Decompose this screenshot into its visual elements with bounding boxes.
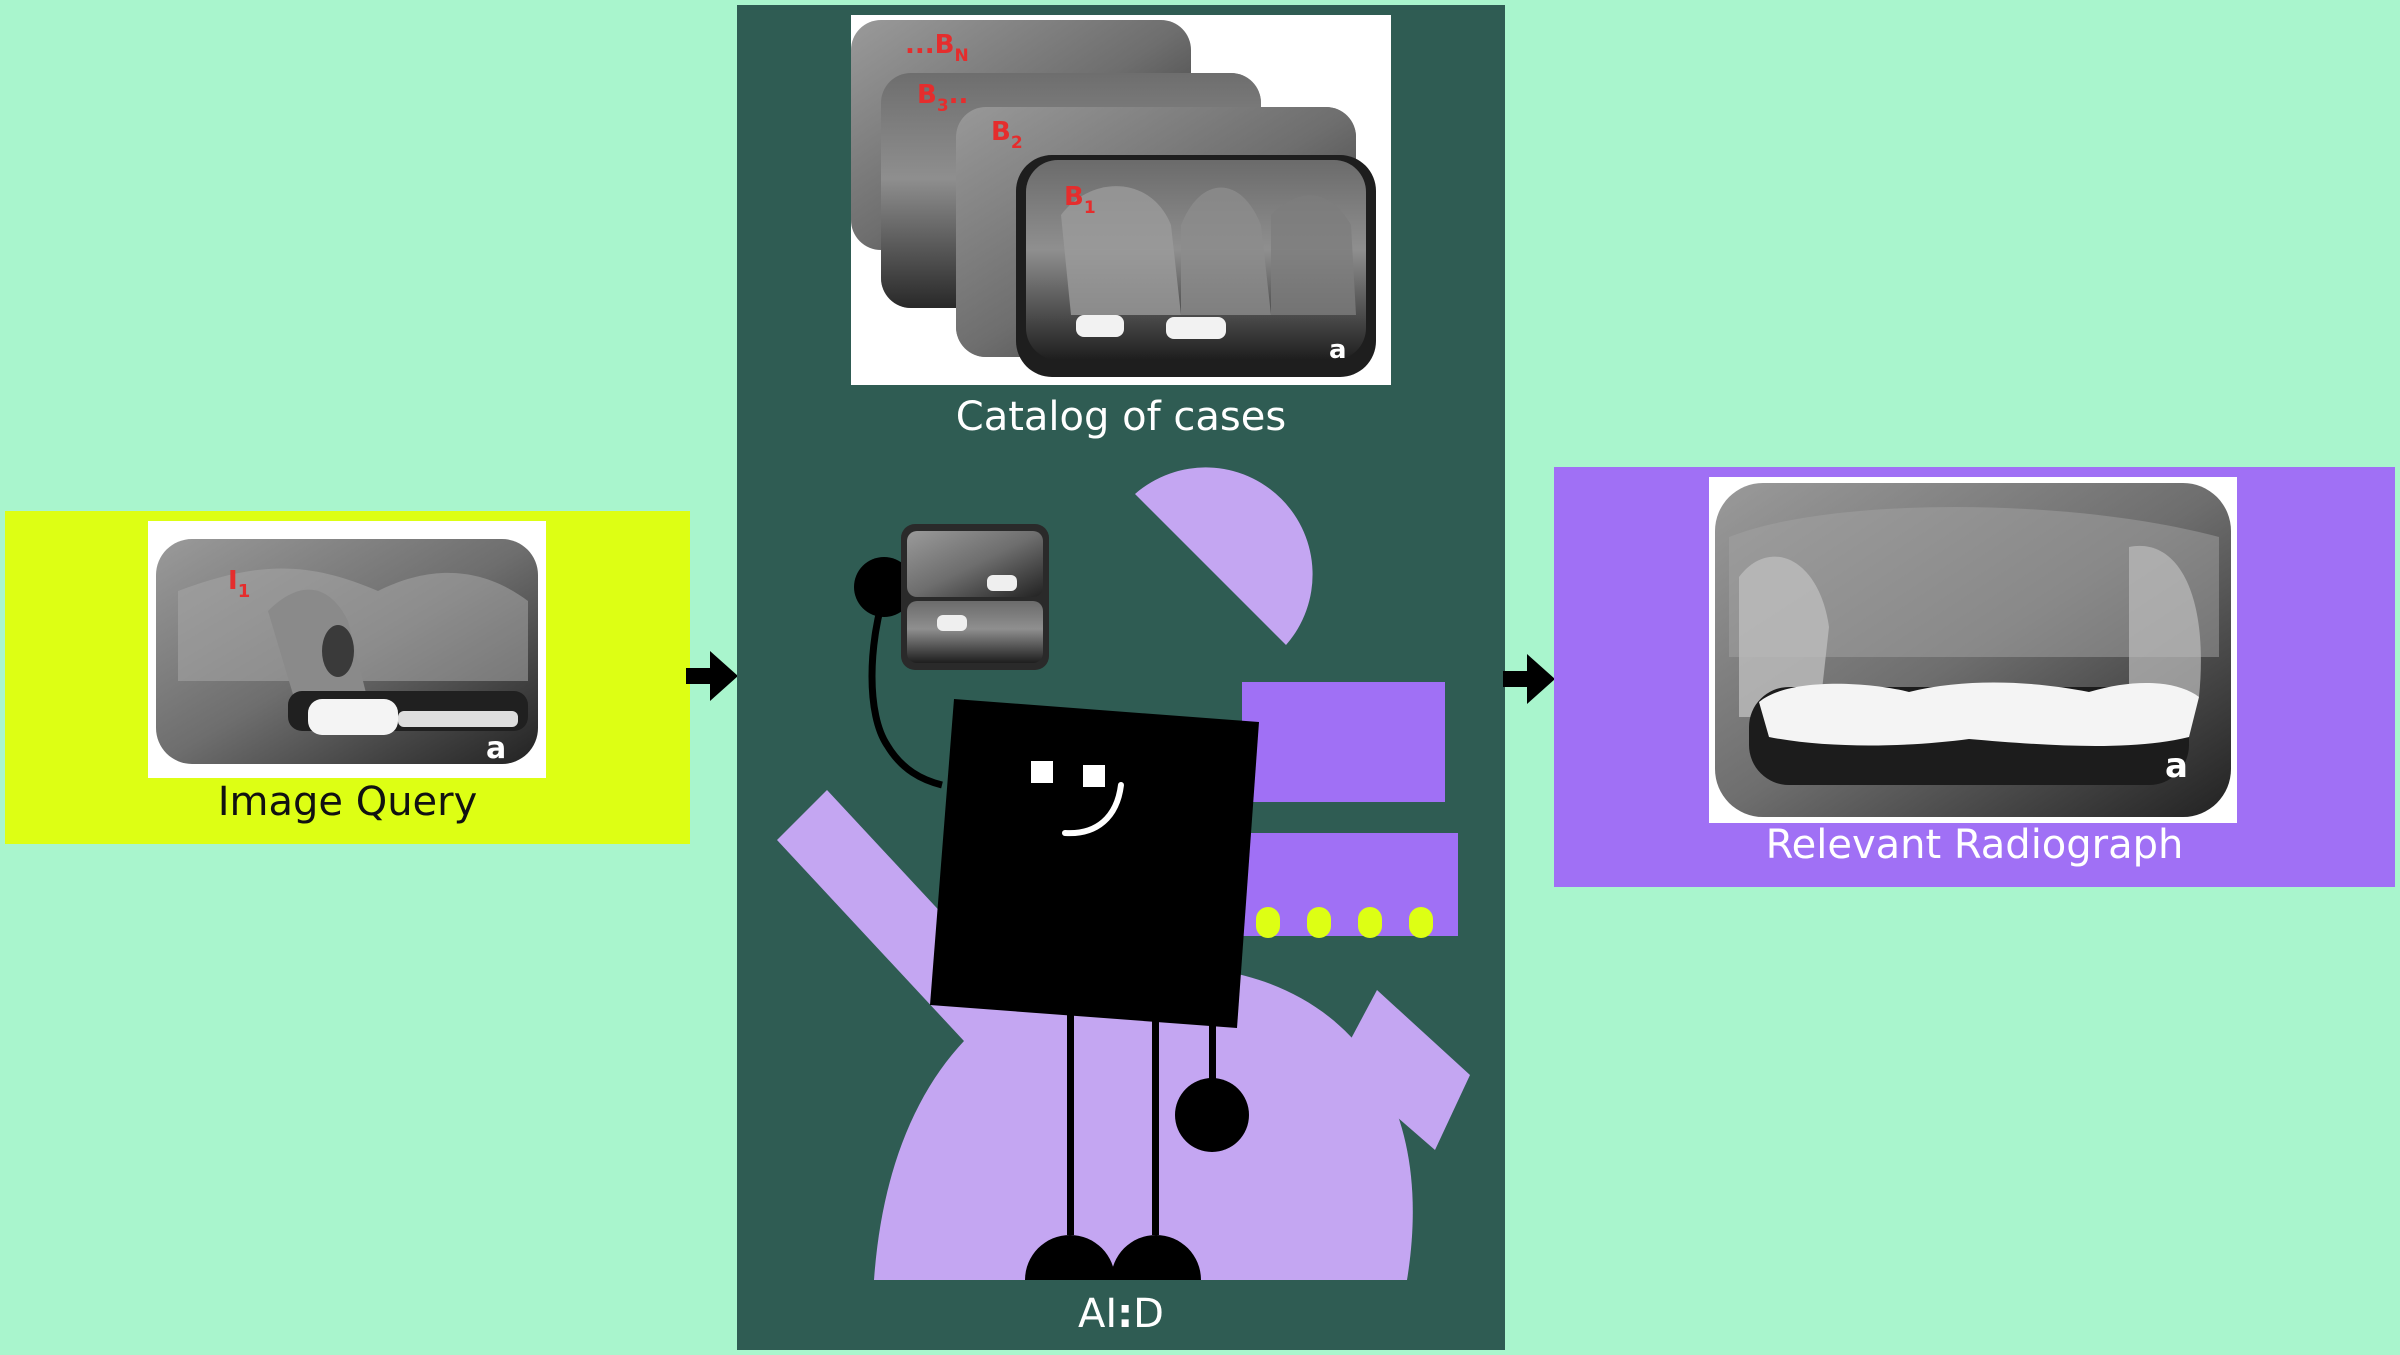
query-marker: I1 (228, 566, 250, 602)
catalog-card-b1: B1 a (1016, 155, 1376, 377)
arrow-right-icon (1503, 654, 1555, 704)
svg-text:B3..: B3.. (917, 80, 968, 116)
svg-text:...BN: ...BN (905, 30, 969, 66)
robot-icon (777, 467, 1470, 1280)
catalog-caption: Catalog of cases (955, 394, 1287, 440)
image-query-caption: Image Query (217, 779, 478, 825)
query-radiograph: I1 a (148, 521, 546, 778)
svg-text:B1: B1 (1064, 182, 1096, 218)
svg-text:a: a (1329, 335, 1347, 365)
query-corner-letter: a (486, 731, 506, 766)
arrow-right-icon (686, 651, 738, 701)
ai-model-panel: ...BN B3.. B2 (737, 5, 1505, 1350)
ai-model-name: AI:D (1078, 1291, 1164, 1337)
relevant-radiograph-image: a (1709, 477, 2237, 823)
result-corner-letter: a (2165, 746, 2188, 786)
image-query-panel: I1 a Image Query (5, 511, 690, 844)
relevant-radiograph-caption: Relevant Radiograph (1765, 822, 2184, 868)
relevant-radiograph-panel: a Relevant Radiograph (1554, 467, 2395, 887)
catalog-stack: ...BN B3.. B2 (851, 15, 1391, 385)
svg-text:B2: B2 (991, 117, 1023, 153)
